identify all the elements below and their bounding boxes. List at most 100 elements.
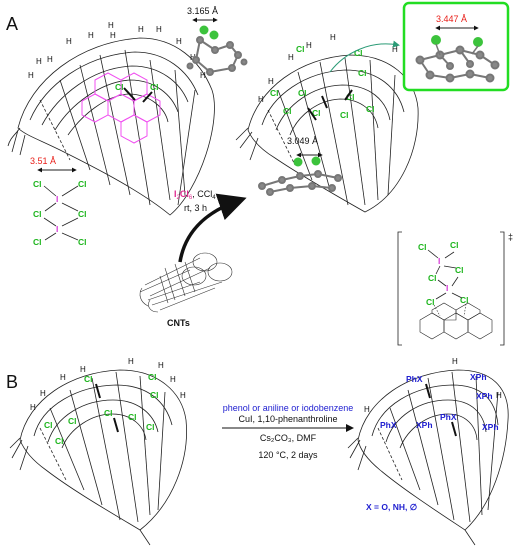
conditions-b: phenol or aniline or iodobenzene CuI, 1,… bbox=[223, 403, 354, 460]
reagent-i2cl6: I2Cl6, CCl4 bbox=[174, 189, 216, 201]
svg-text:H: H bbox=[452, 357, 458, 366]
i2cl6-dimer: 3.51 Å Cl Cl I Cl Cl I Cl Cl bbox=[30, 156, 87, 247]
left-bowl-atoms: H H H H H H H H H H H H Cl Cl bbox=[28, 21, 206, 103]
svg-text:3.165 Å: 3.165 Å bbox=[187, 6, 218, 16]
reaction-arrow-curved bbox=[178, 193, 247, 263]
condition-reagents: phenol or aniline or iodobenzene bbox=[223, 403, 354, 413]
substituent-xph: XPh bbox=[482, 422, 499, 432]
svg-text:3.447 Å: 3.447 Å bbox=[436, 14, 467, 24]
svg-text:3.51 Å: 3.51 Å bbox=[30, 156, 56, 166]
svg-text:H: H bbox=[60, 373, 66, 382]
inset-3d-view: 3.447 Å bbox=[402, 1, 510, 92]
svg-text:H: H bbox=[28, 71, 34, 80]
svg-text:H: H bbox=[36, 57, 42, 66]
x-definition: X = O, NH, ∅ bbox=[366, 502, 418, 512]
svg-text:Cl: Cl bbox=[428, 273, 437, 283]
substituent-xph: XPh bbox=[470, 372, 487, 382]
cnts-label: CNTs bbox=[167, 318, 190, 328]
svg-text:H: H bbox=[88, 31, 94, 40]
nanographene-right-chlorinated bbox=[235, 54, 419, 213]
svg-text:rt, 3 h: rt, 3 h bbox=[184, 203, 207, 213]
svg-text:Cl: Cl bbox=[78, 209, 87, 219]
nanographene-b-left bbox=[9, 369, 187, 546]
svg-text:H: H bbox=[306, 41, 312, 50]
svg-text:Cl: Cl bbox=[450, 240, 459, 250]
substituent-xph: XPh bbox=[416, 420, 433, 430]
svg-text:Cl: Cl bbox=[104, 408, 113, 418]
substituents: PhX XPh XPh PhX XPh PhX XPh bbox=[380, 372, 499, 437]
svg-text:Cl: Cl bbox=[312, 108, 321, 118]
svg-text:H: H bbox=[330, 33, 336, 42]
svg-text:Cl: Cl bbox=[418, 242, 427, 252]
svg-text:H: H bbox=[170, 375, 176, 384]
svg-text:H: H bbox=[80, 365, 86, 374]
complex-top-3d: 3.165 Å bbox=[186, 6, 248, 76]
svg-text:Cl: Cl bbox=[296, 44, 305, 54]
pink-highlight-rings bbox=[81, 72, 161, 144]
svg-text:H: H bbox=[392, 45, 398, 54]
svg-text:Cl: Cl bbox=[150, 390, 159, 400]
svg-text:Cl: Cl bbox=[55, 436, 64, 446]
b-right-atoms: H H H bbox=[364, 357, 502, 414]
svg-text:H: H bbox=[496, 391, 502, 400]
svg-text:Cl: Cl bbox=[426, 297, 435, 307]
substituent-phx: PhX bbox=[380, 420, 397, 430]
svg-text:H: H bbox=[30, 403, 36, 412]
panel-a-label: A bbox=[6, 14, 18, 34]
svg-text:Cl: Cl bbox=[460, 295, 469, 305]
svg-text:Cl: Cl bbox=[150, 82, 159, 92]
b-left-atoms: H H H H H H H H Cl Cl Cl Cl Cl Cl Cl Cl … bbox=[30, 357, 186, 446]
svg-text:Cl: Cl bbox=[346, 92, 355, 102]
svg-text:H: H bbox=[268, 77, 274, 86]
svg-text:Cl: Cl bbox=[270, 88, 279, 98]
svg-text:3.049 Å: 3.049 Å bbox=[287, 136, 318, 146]
nanographene-left bbox=[7, 37, 215, 216]
svg-text:H: H bbox=[258, 95, 264, 104]
panel-b-label: B bbox=[6, 372, 18, 392]
svg-text:H: H bbox=[108, 21, 114, 30]
svg-text:Cl: Cl bbox=[78, 179, 87, 189]
svg-text:Cl: Cl bbox=[283, 106, 292, 116]
condition-catalyst: CuI, 1,10-phenanthroline bbox=[238, 414, 337, 424]
svg-text:H: H bbox=[156, 25, 162, 34]
complex-bottom-3d: 3.049 Å bbox=[258, 136, 342, 196]
svg-text:‡: ‡ bbox=[508, 232, 513, 242]
svg-text:Cl: Cl bbox=[358, 68, 367, 78]
svg-text:H: H bbox=[138, 25, 144, 34]
svg-text:Cl: Cl bbox=[33, 179, 42, 189]
svg-text:H: H bbox=[180, 391, 186, 400]
svg-text:H: H bbox=[158, 361, 164, 370]
condition-temperature: 120 °C, 2 days bbox=[258, 450, 318, 460]
svg-text:H: H bbox=[47, 55, 53, 64]
svg-text:H: H bbox=[176, 37, 182, 46]
nanographene-b-right bbox=[347, 369, 509, 546]
svg-text:Cl: Cl bbox=[78, 237, 87, 247]
svg-text:Cl: Cl bbox=[146, 422, 155, 432]
inset-pointer-arrow bbox=[329, 40, 400, 73]
svg-text:Cl: Cl bbox=[455, 265, 464, 275]
right-bowl-atoms: H H H H H H H Cl Cl Cl Cl Cl Cl Cl Cl Cl… bbox=[258, 33, 413, 121]
svg-text:H: H bbox=[364, 405, 370, 414]
svg-text:I: I bbox=[446, 283, 448, 293]
svg-text:H: H bbox=[110, 31, 116, 40]
svg-text:Cl: Cl bbox=[298, 88, 307, 98]
substituent-phx: PhX bbox=[440, 412, 457, 422]
svg-text:H: H bbox=[288, 53, 294, 62]
svg-text:I: I bbox=[56, 224, 58, 234]
svg-text:Cl: Cl bbox=[340, 110, 349, 120]
svg-text:Cl: Cl bbox=[84, 374, 93, 384]
svg-text:Cl: Cl bbox=[44, 420, 53, 430]
condition-base-solvent: Cs₂CO₃, DMF bbox=[260, 433, 317, 443]
svg-text:H: H bbox=[128, 357, 134, 366]
svg-text:Cl: Cl bbox=[354, 48, 363, 58]
svg-text:Cl: Cl bbox=[366, 104, 375, 114]
transition-state: ‡ Cl Cl I Cl Cl I Cl Cl bbox=[397, 231, 513, 346]
cnt-bundle bbox=[139, 252, 233, 313]
svg-text:Cl: Cl bbox=[128, 412, 137, 422]
substituent-phx: PhX bbox=[406, 374, 423, 384]
svg-text:H: H bbox=[200, 71, 206, 80]
svg-text:Cl: Cl bbox=[148, 372, 157, 382]
svg-text:Cl: Cl bbox=[33, 237, 42, 247]
svg-text:I: I bbox=[56, 194, 58, 204]
